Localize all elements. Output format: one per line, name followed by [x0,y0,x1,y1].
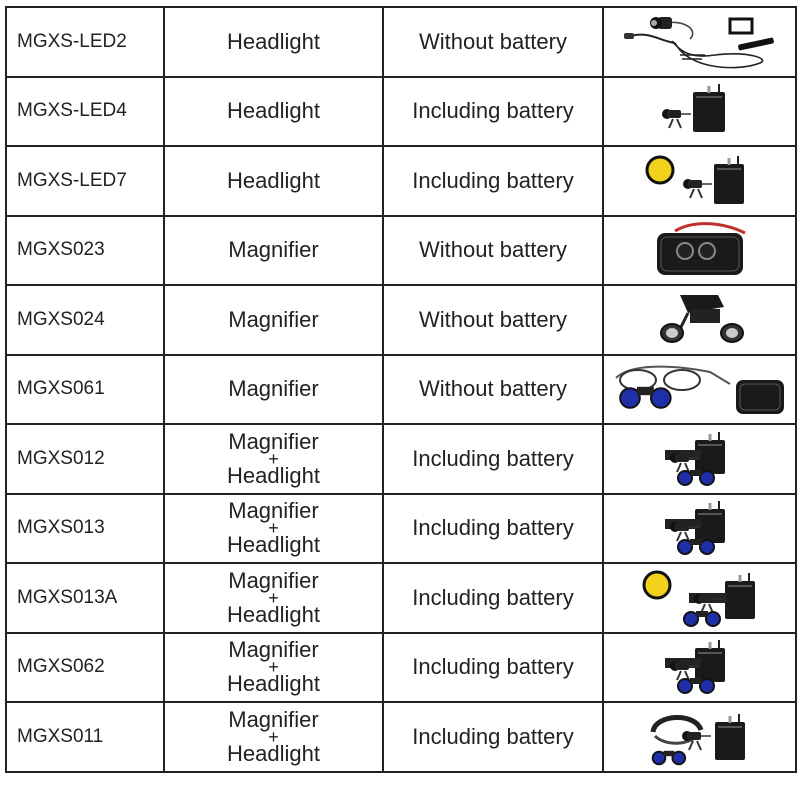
type-cell: Headlight [163,75,384,147]
type-cell: Magnifier+Headlight [163,492,384,564]
type-label: Headlight [227,462,320,488]
battery-cell: Including battery [382,631,604,703]
table-row: MGXS-LED4 Headlight Including battery [5,75,797,147]
product-image-cell [602,214,797,286]
model-cell: MGXS062 [5,631,165,703]
type-label: Magnifier [228,637,319,663]
product-image-cell [602,353,797,425]
loupe-headlight-battery-icon [605,636,794,698]
type-cell: Magnifier+Headlight [163,631,384,703]
battery-cell: Without battery [382,284,604,356]
type-cell: Magnifier+Headlight [163,562,384,634]
type-cell: Magnifier+Headlight [163,423,384,495]
model-cell: MGXS011 [5,701,165,773]
type-plus-sign: + [268,518,279,539]
product-image-cell [602,492,797,564]
type-label: Magnifier [228,498,319,524]
type-plus-sign: + [268,587,279,608]
product-image-cell [602,631,797,703]
type-label: Magnifier [228,376,319,402]
table-row: MGXS024 Magnifier Without battery [5,284,797,356]
type-cell: Magnifier+Headlight [163,701,384,773]
type-label: Magnifier [228,567,319,593]
type-label: Magnifier [228,306,319,332]
type-cell: Headlight [163,6,384,78]
model-cell: MGXS012 [5,423,165,495]
type-plus-sign: + [268,448,279,469]
glasses-loupe-case-icon [605,358,794,420]
battery-cell: Including battery [382,423,604,495]
model-cell: MGXS013A [5,562,165,634]
model-cell: MGXS024 [5,284,165,356]
loupe-headlight-battery-icon [605,428,794,490]
type-cell: Headlight [163,145,384,217]
loupe-headlight-battery-icon [605,497,794,559]
model-cell: MGXS-LED7 [5,145,165,217]
table-row: MGXS061 Magnifier Without battery [5,353,797,425]
type-label: Magnifier [228,706,319,732]
battery-cell: Including battery [382,492,604,564]
battery-cell: Without battery [382,214,604,286]
headlight-filter-battery-icon [605,150,794,212]
product-image-cell [602,75,797,147]
type-label: Headlight [227,740,320,766]
battery-cell: Without battery [382,353,604,425]
loupe-icon [605,289,794,351]
product-image-cell [602,284,797,356]
table-row: MGXS023 Magnifier Without battery [5,214,797,286]
model-cell: MGXS013 [5,492,165,564]
type-plus-sign: + [268,657,279,678]
headlight-battery-icon [605,80,794,142]
type-label: Headlight [227,167,320,193]
product-image-cell [602,562,797,634]
type-cell: Magnifier [163,353,384,425]
table-row: MGXS-LED2 Headlight Without battery [5,6,797,78]
battery-cell: Including battery [382,562,604,634]
loupe-case-icon [605,219,794,281]
product-image-cell [602,145,797,217]
product-image-cell [602,6,797,78]
model-cell: MGXS061 [5,353,165,425]
type-cell: Magnifier [163,214,384,286]
type-label: Magnifier [228,237,319,263]
loupe-headlight-filter-icon [605,567,794,629]
type-label: Headlight [227,28,320,54]
table-row: MGXS-LED7 Headlight Including battery [5,145,797,217]
product-image-cell [602,423,797,495]
battery-cell: Including battery [382,75,604,147]
type-label: Headlight [227,601,320,627]
battery-cell: Without battery [382,6,604,78]
headlamp-cable-icon [605,11,794,73]
battery-cell: Including battery [382,701,604,773]
type-label: Headlight [227,532,320,558]
product-image-cell [602,701,797,773]
model-cell: MGXS023 [5,214,165,286]
battery-cell: Including battery [382,145,604,217]
type-label: Headlight [227,98,320,124]
model-cell: MGXS-LED2 [5,6,165,78]
model-cell: MGXS-LED4 [5,75,165,147]
type-label: Headlight [227,671,320,697]
type-cell: Magnifier [163,284,384,356]
type-plus-sign: + [268,726,279,747]
headband-loupe-battery-icon [605,706,794,768]
type-label: Magnifier [228,428,319,454]
